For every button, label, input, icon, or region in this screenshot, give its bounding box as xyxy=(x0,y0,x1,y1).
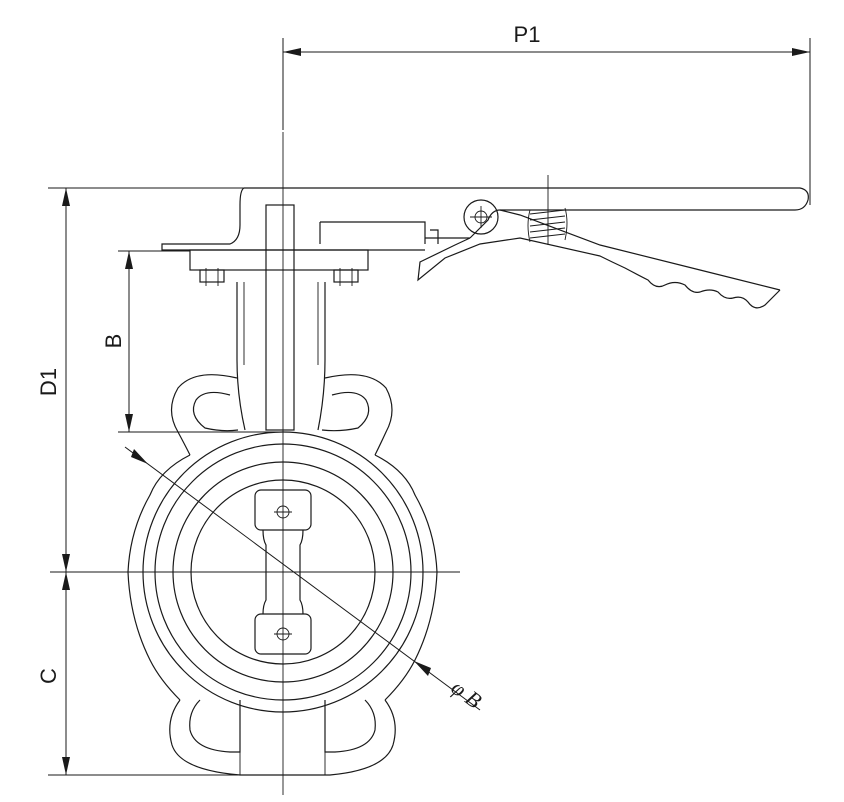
dimension-c: C xyxy=(36,571,245,776)
dimension-phi-b: φ B xyxy=(124,446,487,714)
label-p1: P1 xyxy=(514,22,541,47)
dimension-b: B xyxy=(101,250,280,433)
label-phi-b: φ B xyxy=(447,675,487,714)
valve-neck xyxy=(236,282,326,431)
centerlines xyxy=(100,132,460,795)
label-d1: D1 xyxy=(36,368,61,396)
lower-lugs xyxy=(169,699,396,776)
lever-handle xyxy=(161,175,809,309)
dimension-p1: P1 xyxy=(282,22,811,205)
valve-body xyxy=(127,431,438,713)
top-flange xyxy=(189,204,369,431)
upper-lugs xyxy=(170,374,393,456)
label-c: C xyxy=(36,668,61,684)
valve-disc xyxy=(254,489,312,655)
label-b: B xyxy=(101,334,126,349)
dimension-d1: D1 xyxy=(36,187,262,572)
